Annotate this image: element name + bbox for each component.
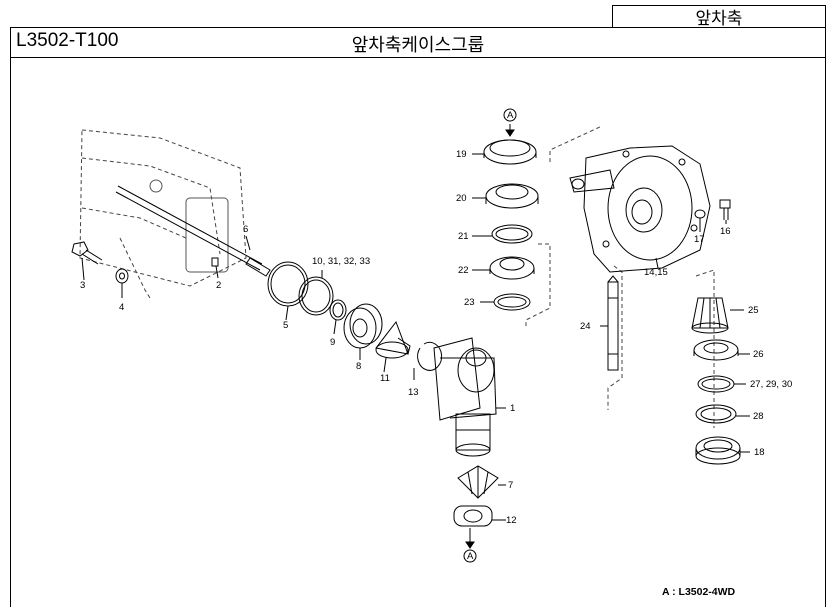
bearing-12 bbox=[453, 505, 493, 527]
bevel-gear-25 bbox=[691, 297, 729, 334]
snap-ring-23 bbox=[493, 293, 531, 311]
callout-10: 10, 31, 32, 33 bbox=[312, 256, 370, 267]
callout-21: 21 bbox=[458, 231, 469, 242]
callout-19: 19 bbox=[456, 149, 467, 160]
callout-28: 28 bbox=[753, 411, 764, 422]
part-group-code: L3502-T100 bbox=[16, 30, 119, 51]
callout-17: 17 bbox=[694, 234, 705, 245]
callout-11: 11 bbox=[380, 373, 390, 384]
callout-5: 5 bbox=[283, 320, 288, 331]
washer-17 bbox=[694, 209, 706, 219]
callout-7: 7 bbox=[508, 480, 513, 491]
pin-2 bbox=[211, 257, 219, 267]
seal-18 bbox=[695, 436, 741, 465]
drawing-frame bbox=[10, 27, 826, 607]
header-bar: L3502-T100 앞차축케이스그룹 bbox=[10, 27, 826, 58]
page-title: 앞차축케이스그룹 bbox=[351, 35, 485, 56]
seal-19 bbox=[483, 139, 537, 165]
callout-2: 2 bbox=[216, 280, 221, 291]
ref-marker-top bbox=[503, 108, 517, 122]
shaft-24 bbox=[607, 275, 619, 371]
snap-ring-28 bbox=[695, 404, 737, 424]
o-ring-10 bbox=[298, 276, 334, 316]
callout-1: 1 bbox=[510, 403, 515, 414]
callout-26: 26 bbox=[753, 349, 764, 360]
shim-9 bbox=[329, 299, 347, 321]
leader-6 bbox=[245, 235, 251, 251]
reference-note: A : L3502-4WD bbox=[662, 586, 736, 598]
ref-marker-bottom bbox=[463, 549, 477, 563]
bolt-16 bbox=[719, 199, 731, 220]
callout-a-bottom: A bbox=[467, 551, 474, 562]
bolt-3 bbox=[71, 241, 103, 265]
callout-24: 24 bbox=[580, 321, 591, 332]
callout-18: 18 bbox=[754, 447, 765, 458]
callout-20: 20 bbox=[456, 193, 467, 204]
callout-16: 16 bbox=[720, 226, 731, 237]
shim-27-29-30 bbox=[697, 375, 735, 393]
bevel-gear-11 bbox=[375, 320, 411, 359]
callout-23: 23 bbox=[464, 297, 475, 308]
bearing-22 bbox=[489, 256, 535, 280]
bevel-gear-7 bbox=[457, 465, 499, 499]
bevel-case-1 bbox=[433, 337, 497, 457]
callout-a-top: A bbox=[507, 110, 514, 121]
callout-8: 8 bbox=[356, 361, 361, 372]
bearing-20 bbox=[485, 183, 539, 209]
section-label-text: 앞차축 bbox=[695, 9, 743, 29]
axle-shaft bbox=[115, 185, 271, 277]
callout-22: 22 bbox=[458, 265, 469, 276]
callout-12: 12 bbox=[506, 515, 517, 526]
bearing-26 bbox=[693, 339, 739, 361]
snap-ring-21 bbox=[491, 224, 533, 244]
callout-25: 25 bbox=[748, 305, 759, 316]
callout-6: 6 bbox=[243, 224, 248, 235]
callout-labels: A A 1 2 3 4 5 6 7 8 9 10, 31, 32, 33 11 … bbox=[80, 110, 792, 562]
snap-ring-13 bbox=[417, 341, 443, 371]
callout-27-29-30: 27, 29, 30 bbox=[750, 379, 792, 390]
bearing-8 bbox=[343, 303, 383, 349]
callout-3: 3 bbox=[80, 280, 85, 291]
callout-9: 9 bbox=[330, 337, 335, 348]
axle-housing-outline bbox=[79, 129, 247, 299]
gear-case-14-15 bbox=[569, 145, 711, 273]
housing-flange bbox=[149, 179, 229, 273]
callout-4: 4 bbox=[119, 302, 124, 313]
exploded-parts-diagram: A A 1 2 3 4 5 6 7 8 9 10, 31, 32, 33 11 … bbox=[71, 108, 792, 563]
callout-14-15: 14,15 bbox=[644, 267, 668, 278]
washer-4 bbox=[115, 268, 129, 284]
section-label: 앞차축 bbox=[612, 5, 826, 29]
callout-13: 13 bbox=[408, 387, 419, 398]
